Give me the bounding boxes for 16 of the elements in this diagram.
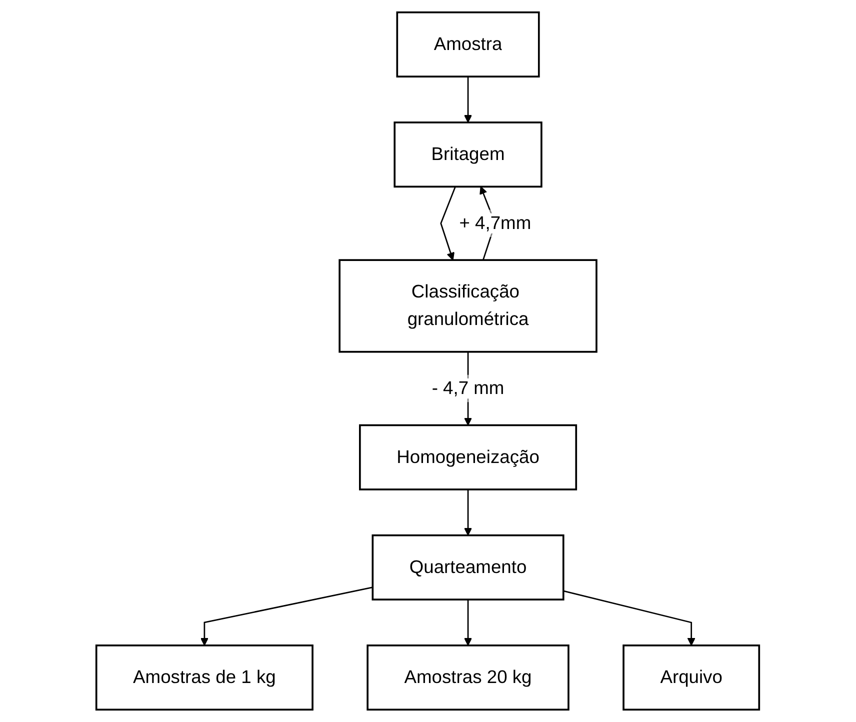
- node-box: Amostras 20 kg: [366, 644, 570, 711]
- arrow: [464, 489, 472, 536]
- arrow: [464, 600, 472, 646]
- node-box: Amostras de 1 kg: [96, 644, 314, 711]
- arrow: [464, 76, 472, 123]
- node-box: Classificação granulométrica: [338, 259, 598, 353]
- node-box: Quarteamento: [372, 534, 565, 600]
- edge-label: - 4,7 mm: [432, 378, 504, 399]
- node-box: Homogeneização: [359, 424, 578, 490]
- node-box: Britagem: [394, 122, 543, 188]
- node-box: Arquivo: [622, 644, 760, 711]
- edge-label: + 4,7mm: [459, 213, 532, 234]
- node-box: Amostra: [396, 11, 540, 78]
- arrow: [440, 186, 456, 260]
- arrow: [200, 586, 374, 646]
- arrow: [563, 590, 696, 646]
